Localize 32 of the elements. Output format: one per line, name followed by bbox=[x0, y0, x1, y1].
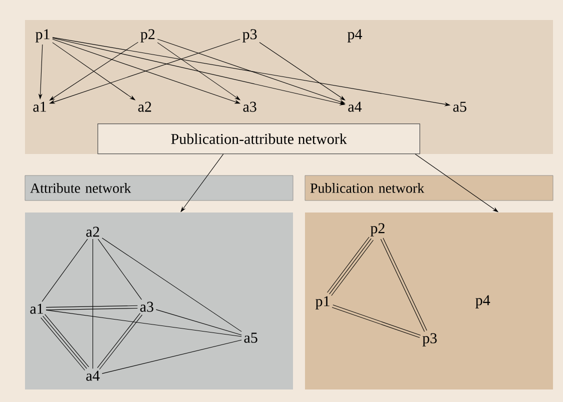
link-line bbox=[102, 238, 242, 332]
link-line bbox=[46, 305, 138, 308]
node-label: a5 bbox=[244, 332, 258, 343]
node-label: p1 bbox=[36, 29, 50, 42]
node-label: p3 bbox=[242, 29, 257, 42]
node-label: p2 bbox=[370, 223, 384, 236]
link-line bbox=[98, 238, 142, 300]
node-label: a2 bbox=[138, 102, 152, 112]
node-label: a5 bbox=[453, 102, 466, 112]
network-panel bbox=[25, 212, 293, 390]
title-box: Publication-attribute network bbox=[98, 124, 420, 154]
node-label: a4 bbox=[348, 102, 362, 112]
link-line bbox=[42, 238, 88, 302]
node-label: a1 bbox=[30, 304, 43, 314]
link-line bbox=[92, 238, 94, 369]
node-label: a2 bbox=[86, 226, 100, 237]
header-band: Attribute network bbox=[24, 175, 294, 201]
link-line bbox=[156, 309, 242, 336]
node-label: p4 bbox=[348, 29, 362, 42]
network-panel bbox=[305, 212, 553, 390]
node-label: a4 bbox=[86, 370, 100, 381]
node-label: a3 bbox=[140, 302, 154, 312]
node-label: p4 bbox=[476, 295, 490, 308]
header-band: Publication network bbox=[304, 175, 554, 201]
link-line bbox=[46, 310, 242, 337]
node-label: a1 bbox=[33, 102, 46, 112]
node-label: p2 bbox=[140, 29, 154, 42]
link-line bbox=[102, 340, 242, 374]
node-label: a3 bbox=[243, 102, 256, 112]
node-label: p3 bbox=[422, 333, 437, 346]
link-line bbox=[46, 308, 138, 310]
node-label: p1 bbox=[316, 296, 330, 310]
